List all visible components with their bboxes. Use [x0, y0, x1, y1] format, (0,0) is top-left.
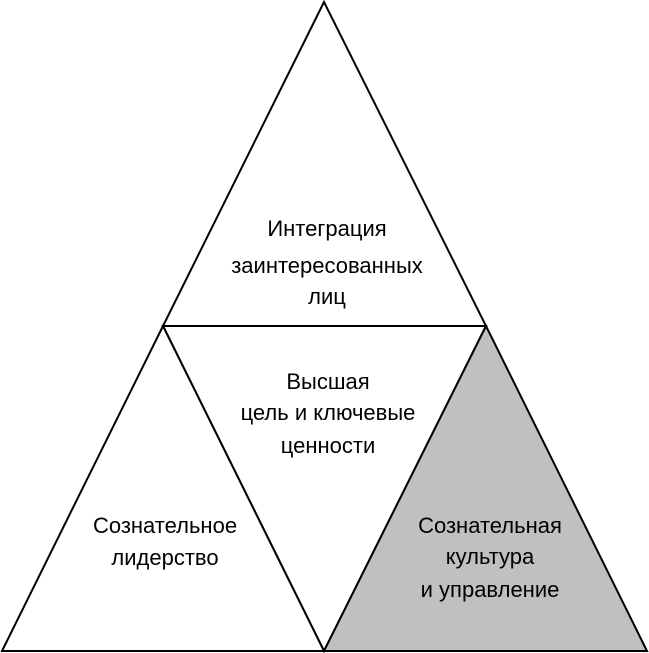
segment-center-line-2: цель и ключевые — [241, 400, 416, 425]
segment-top-line-1: Интеграция — [267, 216, 386, 241]
segment-left-line-1: Сознательное — [93, 513, 237, 538]
segment-top-line-2: заинтересованных — [231, 253, 423, 278]
segment-top-line-3: лиц — [308, 284, 346, 309]
segment-left-triangle — [0, 323, 326, 652]
segment-left-line-2: лидерство — [111, 545, 218, 570]
segment-right-triangle — [322, 323, 649, 652]
segment-center-line-1: Высшая — [286, 369, 369, 394]
segment-right-line-2: культура — [446, 544, 535, 569]
segment-right-line-3: и управление — [421, 577, 560, 602]
segment-right-line-1: Сознательная — [418, 513, 562, 538]
segment-center-line-3: ценности — [281, 433, 376, 458]
